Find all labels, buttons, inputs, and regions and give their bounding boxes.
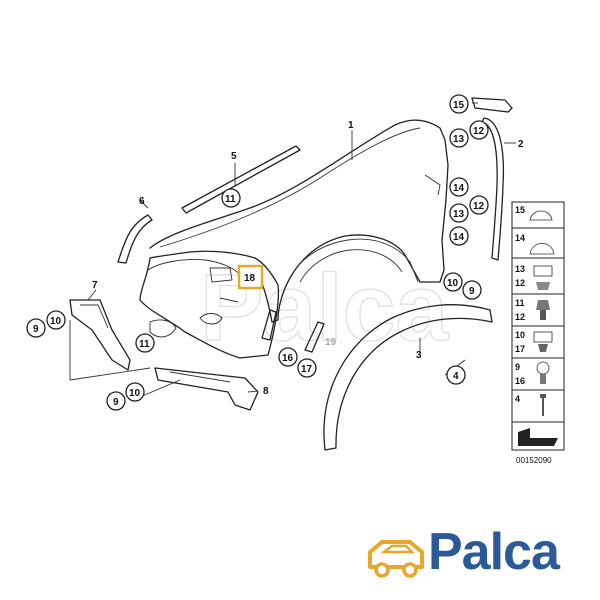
legend-15: 15 xyxy=(515,205,525,215)
svg-text:14: 14 xyxy=(453,183,465,194)
bracket-7-detail xyxy=(80,304,109,329)
svg-text:9: 9 xyxy=(469,286,475,297)
callout-11b: 11 xyxy=(135,333,155,353)
svg-text:10: 10 xyxy=(129,388,141,399)
callout-10b: 10 xyxy=(46,310,66,330)
svg-text:13: 13 xyxy=(453,209,465,220)
clip-15-part xyxy=(471,97,513,113)
legend-9: 9 xyxy=(515,362,520,372)
callout-4: 4 xyxy=(446,365,466,385)
callout-12a: 12 xyxy=(469,120,489,140)
callout-8-label: 8 xyxy=(263,386,269,397)
callout-7-label: 7 xyxy=(92,280,98,291)
svg-text:10: 10 xyxy=(50,316,62,327)
svg-text:4: 4 xyxy=(453,371,459,382)
fender-part xyxy=(149,119,449,323)
callout-19-label: 19 xyxy=(325,337,337,348)
svg-text:10: 10 xyxy=(447,278,459,289)
trim-16-part xyxy=(261,309,277,341)
palca-logo-text: Palca xyxy=(428,523,560,581)
callout-18-label: 18 xyxy=(244,273,256,284)
callout-14a: 14 xyxy=(449,177,469,197)
callout-5-label: 5 xyxy=(231,151,237,162)
legend-14: 14 xyxy=(515,233,525,243)
bumper-part xyxy=(139,250,280,359)
svg-text:16: 16 xyxy=(282,353,294,364)
legend-12b: 12 xyxy=(515,312,525,322)
highlight-box-18 xyxy=(237,264,264,290)
callout-14b: 14 xyxy=(449,226,469,246)
callout-17: 17 xyxy=(297,358,317,378)
svg-text:12: 12 xyxy=(473,201,485,212)
trim-strip-part xyxy=(181,145,301,214)
bracket-6-part xyxy=(117,214,153,264)
legend-13: 13 xyxy=(515,264,525,274)
callout-9c: 9 xyxy=(106,391,126,411)
bracket-7-part xyxy=(69,299,131,371)
legend-10: 10 xyxy=(515,330,525,340)
callout-9b: 9 xyxy=(26,318,46,338)
callout-1-label: 1 xyxy=(348,120,354,131)
svg-text:14: 14 xyxy=(453,232,465,243)
callout-13b: 13 xyxy=(449,203,469,223)
svg-text:11: 11 xyxy=(139,339,150,350)
callout-13a: 13 xyxy=(449,128,469,148)
support-8-detail xyxy=(169,371,231,383)
trim-17-part xyxy=(304,321,325,353)
svg-text:17: 17 xyxy=(301,364,313,375)
legend-12a: 12 xyxy=(515,278,525,288)
legend-17: 17 xyxy=(515,344,525,354)
callout-6-label: 6 xyxy=(139,196,145,207)
callout-10a: 10 xyxy=(443,272,463,292)
legend-4: 4 xyxy=(515,394,520,404)
callout-10c: 10 xyxy=(125,382,145,402)
svg-text:11: 11 xyxy=(225,194,236,205)
legend-16: 16 xyxy=(515,376,525,386)
callout-2-label: 2 xyxy=(518,139,524,150)
svg-text:12: 12 xyxy=(473,126,485,137)
callout-12b: 12 xyxy=(469,195,489,215)
legend-11: 11 xyxy=(515,298,525,308)
fastener-legend: 15 14 13 12 11 12 10 17 9 16 4 xyxy=(511,201,565,451)
callout-3-label: 3 xyxy=(416,350,422,361)
svg-text:9: 9 xyxy=(113,397,119,408)
callout-15: 15 xyxy=(449,94,469,114)
wheel-arch-trim-part xyxy=(323,304,493,451)
support-8-part xyxy=(154,367,259,411)
svg-text:15: 15 xyxy=(453,100,465,111)
seal-strip-part xyxy=(481,117,505,261)
svg-text:13: 13 xyxy=(453,134,465,145)
logo-car-icon xyxy=(368,540,424,578)
callout-11a: 11 xyxy=(221,188,241,208)
diagram-code: 00152090 xyxy=(516,456,552,465)
callout-16: 16 xyxy=(278,347,298,367)
svg-text:9: 9 xyxy=(33,324,39,335)
callout-9a: 9 xyxy=(462,280,482,300)
